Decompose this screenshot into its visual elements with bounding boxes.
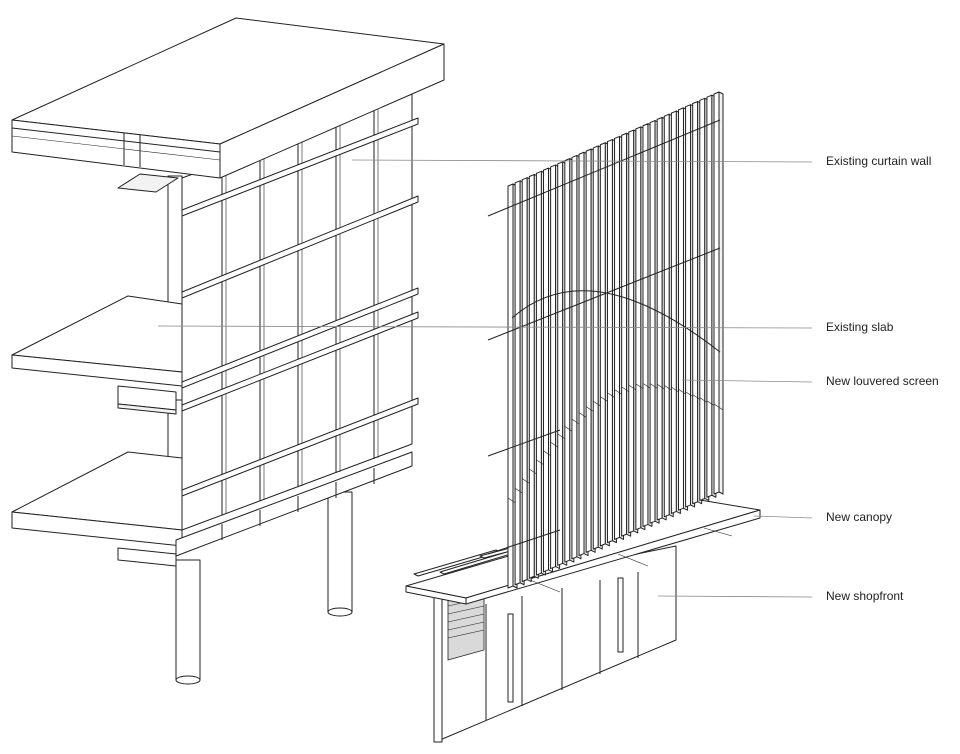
screen-fin-edge: [718, 91, 724, 495]
screen-fin: [557, 161, 564, 566]
screen-fin: [670, 110, 677, 514]
screen-fin: [606, 139, 613, 544]
existing-building: [11, 17, 445, 685]
screen-fin: [507, 183, 514, 589]
leader-canopy: [753, 515, 813, 519]
leader-lines: [157, 159, 813, 598]
label-existing-curtain-wall: Existing curtain wall: [826, 154, 932, 168]
screen-fin: [571, 154, 578, 560]
leader-louvered-screen: [681, 379, 813, 383]
screen-fin: [635, 126, 642, 531]
screen-fin: [685, 104, 692, 508]
screen-fin: [706, 94, 713, 498]
screen-fin: [543, 167, 550, 573]
screen-fin: [621, 132, 628, 537]
label-new-canopy: New canopy: [826, 510, 893, 524]
louvered-screen: [507, 91, 724, 589]
curtain-wall: [181, 93, 419, 531]
screen-fin: [535, 170, 542, 576]
screen-brackets: [487, 119, 721, 555]
roof-slab: [11, 17, 445, 193]
screen-fin: [521, 177, 528, 583]
label-new-shopfront: New shopfront: [826, 589, 904, 603]
leader-slab: [157, 325, 813, 329]
screen-fin: [642, 123, 649, 527]
screen-curve-edge: [511, 290, 721, 353]
screen-fin: [550, 164, 557, 570]
screen-fin: [656, 116, 663, 521]
screen-fin: [699, 97, 706, 501]
screen-fin: [585, 148, 592, 553]
label-new-louvered-screen: New louvered screen: [826, 374, 939, 388]
screen-fin: [614, 135, 621, 540]
leader-curtain-wall: [351, 159, 813, 163]
middle-slab: [11, 295, 183, 415]
screen-fin: [592, 145, 599, 550]
screen-fin-fold: [713, 403, 724, 411]
new-assembly: [405, 91, 761, 743]
screen-fin: [628, 129, 635, 534]
leader-shopfront: [657, 595, 813, 598]
label-existing-slab: Existing slab: [826, 320, 894, 334]
screen-fin: [649, 120, 656, 524]
lower-slab: [11, 451, 413, 567]
screen-fin: [514, 180, 521, 586]
screen-fin: [564, 158, 571, 563]
screen-fin: [599, 142, 606, 547]
screen-fin: [677, 107, 684, 511]
screen-fin: [528, 173, 535, 579]
screen-fin: [713, 91, 720, 495]
screen-fin: [578, 151, 585, 557]
